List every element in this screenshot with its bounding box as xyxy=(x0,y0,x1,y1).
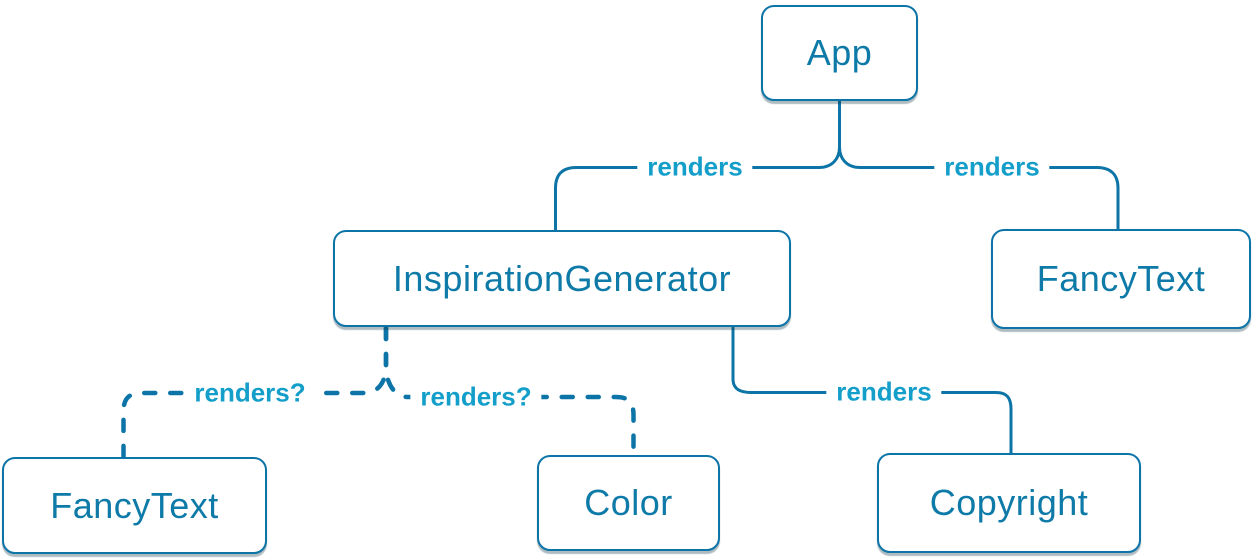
node-app: App xyxy=(761,5,918,101)
node-color: Color xyxy=(537,455,720,551)
edge-label-app-fancytext: renders xyxy=(934,150,1050,184)
node-fancytext-bottom-label: FancyText xyxy=(50,484,219,526)
node-fancytext-bottom: FancyText xyxy=(2,457,267,554)
node-inspirationgenerator: InspirationGenerator xyxy=(333,230,791,327)
edge-label-inspirationgenerator-color: renders? xyxy=(410,380,542,414)
node-app-label: App xyxy=(806,32,873,73)
node-inspirationgenerator-label: InspirationGenerator xyxy=(392,257,732,299)
edge-label-inspirationgenerator-copyright: renders xyxy=(826,375,942,409)
node-fancytext-top: FancyText xyxy=(991,229,1251,329)
node-fancytext-top-label: FancyText xyxy=(1036,258,1206,299)
node-color-label: Color xyxy=(584,482,673,523)
edge-label-inspirationgenerator-fancytext: renders? xyxy=(184,376,316,410)
node-copyright-label: Copyright xyxy=(929,482,1089,523)
node-copyright: Copyright xyxy=(877,453,1141,553)
edge-label-app-inspirationgenerator: renders xyxy=(637,150,753,184)
